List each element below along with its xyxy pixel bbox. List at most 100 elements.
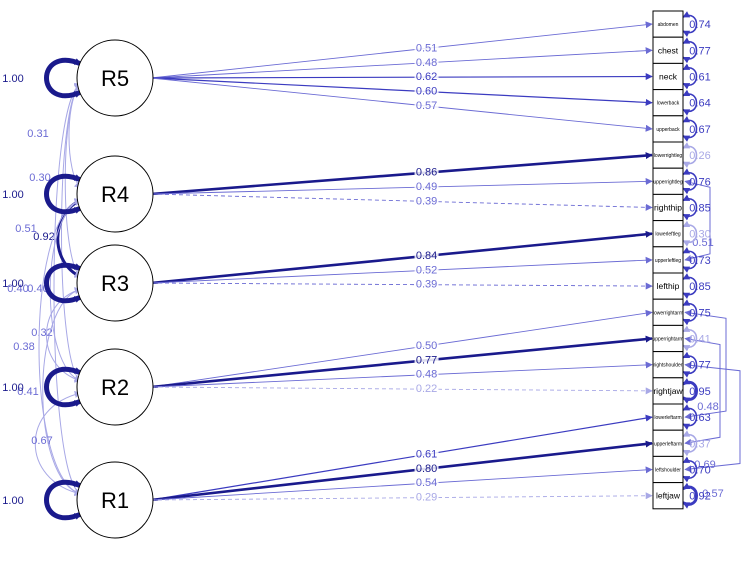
indicator-node <box>652 62 684 91</box>
latent-covariance-label: 0.41 <box>17 386 38 398</box>
loading-path <box>150 177 653 195</box>
latent-covariance-path <box>61 83 82 382</box>
residual-variance-label: 0.74 <box>689 19 710 31</box>
residual-variance-loop <box>682 325 698 352</box>
latent-covariance-label: 0.92 <box>33 231 54 243</box>
residual-covariance-label: 0.57 <box>702 488 723 500</box>
residual-covariance-label: 0.48 <box>697 401 718 413</box>
latent-variance-loop <box>44 57 82 99</box>
loading-path <box>150 152 653 196</box>
loading-label: 0.84 <box>416 250 437 262</box>
latent-variance-loop <box>44 262 82 304</box>
loading-label-bg <box>414 98 439 111</box>
loading-label-bg <box>414 490 439 503</box>
loading-path <box>150 309 653 388</box>
loading-label-bg <box>414 41 439 54</box>
latent-covariance-label: 0.51 <box>15 223 36 235</box>
latent-node-label: R4 <box>101 182 129 207</box>
residual-variance-loop <box>682 377 698 404</box>
loading-label-bg <box>414 382 439 395</box>
residual-variance-loop <box>682 482 698 509</box>
loading-path <box>150 466 653 501</box>
loading-label-bg <box>414 165 439 178</box>
loading-label: 0.50 <box>416 340 437 352</box>
indicator-node-label: lefthip <box>657 281 680 291</box>
residual-covariance-path <box>684 309 727 420</box>
latent-variance-loop <box>44 479 82 521</box>
indicator-node-label: chest <box>658 45 679 55</box>
indicator-node-label: rightjaw <box>653 386 683 396</box>
residual-variance-label: 0.70 <box>689 465 710 477</box>
loading-label: 0.86 <box>416 167 437 179</box>
indicator-node <box>652 455 684 484</box>
loading-path <box>150 256 653 284</box>
indicator-node-label: lowerrightleg <box>654 153 683 159</box>
latent-node <box>76 348 154 426</box>
indicator-node-label: leftshoulder <box>655 468 681 474</box>
loading-label: 0.48 <box>416 369 437 381</box>
latent-node <box>76 244 154 322</box>
loading-label-bg <box>414 84 439 97</box>
latent-node-label: R2 <box>101 375 129 400</box>
loading-label: 0.77 <box>416 354 437 366</box>
residual-variance-loop <box>682 11 698 38</box>
loading-label: 0.29 <box>416 492 437 504</box>
loading-path <box>150 21 653 79</box>
loading-label: 0.39 <box>416 279 437 291</box>
loading-path <box>150 77 653 106</box>
indicator-node <box>652 193 684 222</box>
loading-label: 0.61 <box>416 448 437 460</box>
residual-variance-label: 0.92 <box>689 491 710 503</box>
residual-covariance-path <box>684 361 741 473</box>
loading-label-bg <box>414 180 439 193</box>
indicator-node <box>652 482 684 510</box>
loading-label-bg <box>414 194 439 207</box>
indicator-node-label: upperrightleg <box>653 179 682 185</box>
loading-label: 0.57 <box>416 100 437 112</box>
residual-variance-label: 0.61 <box>689 72 710 84</box>
loading-label: 0.54 <box>416 477 437 489</box>
indicator-node-label: neck <box>659 72 678 82</box>
loading-label: 0.39 <box>416 195 437 207</box>
loading-path <box>150 440 653 502</box>
residual-variance-loop <box>682 142 698 169</box>
latent-covariance-path <box>53 83 82 495</box>
loading-label-bg <box>414 263 439 276</box>
indicator-node-label: lowerback <box>657 101 680 107</box>
indicator-node-label: upperleftarm <box>654 441 682 447</box>
loading-label-bg <box>414 353 439 366</box>
indicator-node-label: righthip <box>654 203 682 213</box>
indicator-node <box>652 89 684 117</box>
loading-label-bg <box>414 447 439 460</box>
residual-variance-label: 0.73 <box>689 255 710 267</box>
latent-covariance-path <box>46 287 82 383</box>
residual-variance-loop <box>682 115 698 142</box>
residual-variance-loop <box>682 168 698 195</box>
latent-covariance-label: 0.40 <box>7 283 28 295</box>
loading-label: 0.80 <box>416 463 437 475</box>
latent-variance-loop <box>44 173 82 215</box>
residual-variance-loop <box>682 246 698 273</box>
residual-variance-loop <box>682 456 698 483</box>
loading-label-bg <box>414 367 439 380</box>
residual-variance-label: 0.41 <box>689 334 710 346</box>
latent-covariance-label: 0.31 <box>27 128 48 140</box>
latent-variance-label: 1.00 <box>2 73 23 85</box>
latent-covariance-label: 0.67 <box>31 435 52 447</box>
loading-path <box>150 230 653 285</box>
loading-path <box>150 361 653 388</box>
loading-path <box>150 335 653 389</box>
residual-covariance-layer: 0.510.480.690.57 <box>684 179 741 500</box>
loading-label: 0.51 <box>416 42 437 54</box>
indicator-node <box>652 403 684 431</box>
residual-variance-label: 0.30 <box>689 229 710 241</box>
loading-path <box>150 282 653 290</box>
latent-covariance-label: 0.40 <box>27 283 48 295</box>
residual-variance-loop <box>682 194 698 221</box>
latent-variance-label: 1.00 <box>2 382 23 394</box>
loading-path <box>150 193 653 211</box>
loading-label: 0.22 <box>416 383 437 395</box>
loading-label-bg <box>414 277 439 290</box>
loading-label: 0.60 <box>416 86 437 98</box>
